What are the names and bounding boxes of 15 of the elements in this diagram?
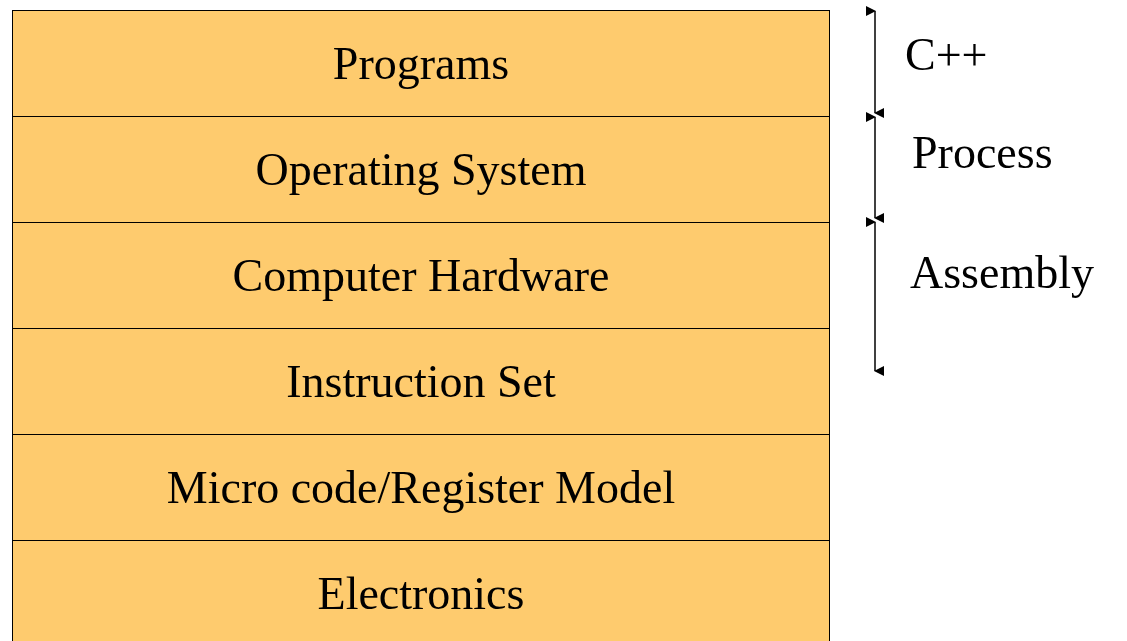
layer-label: Micro code/Register Model [166,461,676,514]
layer-box [12,434,830,541]
layer-box [12,328,830,435]
layer-label: Computer Hardware [232,249,610,302]
layer-label: Instruction Set [286,355,556,408]
layer-label: Programs [332,37,510,90]
annotation-label: Process [912,130,1053,176]
layer-label: Operating System [255,143,587,196]
layer-box [12,540,830,641]
annotation-label: Assembly [910,250,1094,296]
annotation-label: C++ [905,32,988,78]
layer-box [12,222,830,329]
layer-label: Electronics [317,567,525,620]
layer-box [12,116,830,223]
layer-box [12,10,830,117]
